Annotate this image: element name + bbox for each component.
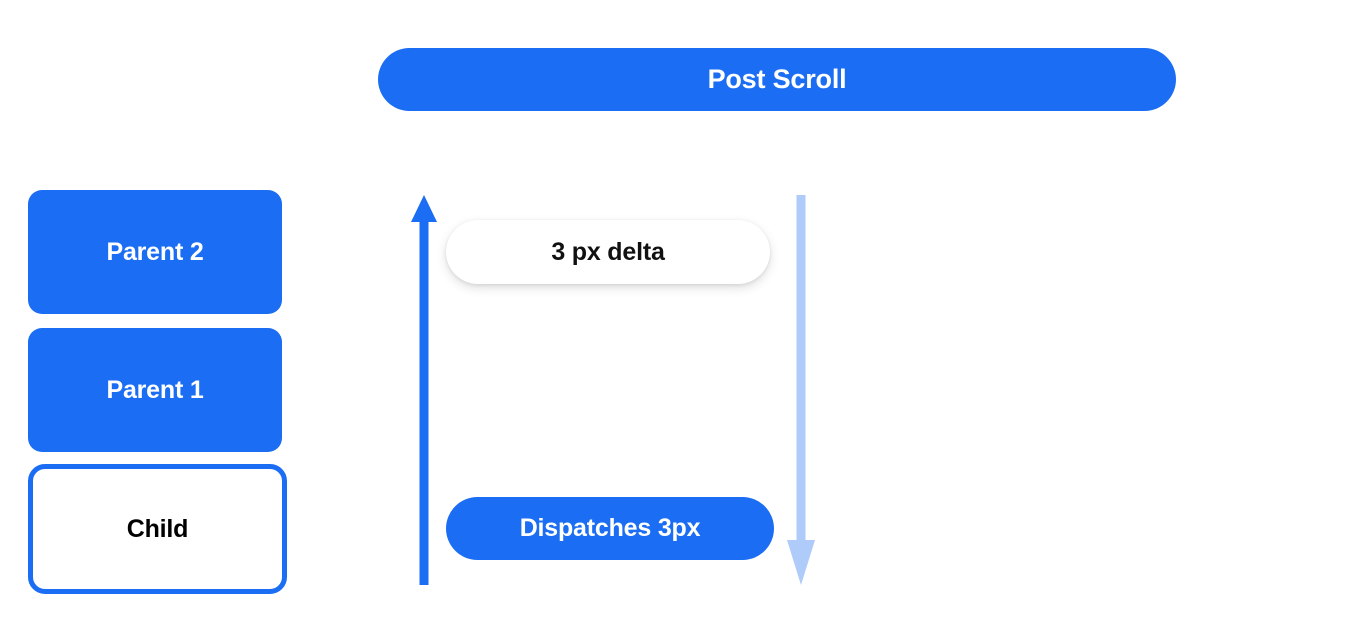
bubble-up-arrow-icon [408, 195, 440, 585]
stack-box-child: Child [28, 464, 287, 594]
post-scroll-header-label: Post Scroll [707, 64, 847, 94]
stack-box-parent-1: Parent 1 [28, 328, 282, 452]
delta-pill: 3 px delta [446, 220, 770, 284]
dispatches-pill: Dispatches 3px [446, 497, 774, 560]
delta-pill-label: 3 px delta [551, 237, 665, 266]
stack-box-child-label: Child [126, 514, 189, 543]
stack-box-parent-1-label: Parent 1 [106, 375, 204, 404]
dispatches-pill-label: Dispatches 3px [519, 514, 701, 542]
scroll-down-arrow-icon [784, 195, 818, 585]
post-scroll-header: Post Scroll [378, 48, 1176, 111]
stack-box-parent-2: Parent 2 [28, 190, 282, 314]
stack-box-parent-2-label: Parent 2 [106, 237, 204, 266]
